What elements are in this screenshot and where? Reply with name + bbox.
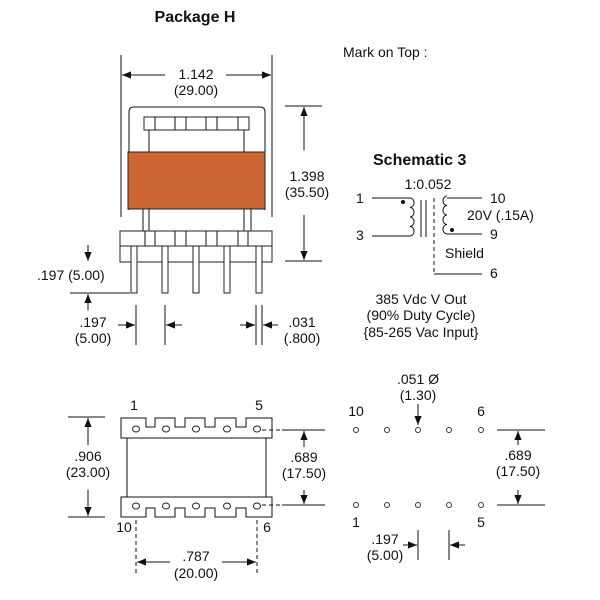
pin-1-label: 1 — [130, 397, 138, 413]
height-in: 1.398 — [289, 168, 324, 184]
hole-dia-mm: (1.30) — [400, 387, 437, 403]
row-spacing-in: .689 — [290, 449, 317, 465]
pitch-mm: (5.00) — [367, 547, 404, 563]
pin-5-label: 5 — [255, 397, 263, 413]
row-spacing-in: .689 — [504, 447, 531, 463]
pin-10-label: 10 — [348, 403, 364, 419]
turns-ratio: 1:0.052 — [405, 176, 452, 192]
pin-10-label: 10 — [490, 190, 506, 206]
span-mm: (20.00) — [174, 565, 218, 581]
bottom-view: 1 5 10 6 .906 (23.00) .689 (17.50) .787 … — [66, 397, 326, 581]
output-rating: 20V (.15A) — [467, 207, 534, 223]
note-line: {85-265 Vac Input} — [364, 324, 479, 340]
pin-10-label: 10 — [116, 519, 132, 535]
pin-1-label: 1 — [356, 190, 364, 206]
depth-mm: (23.00) — [66, 464, 110, 480]
pin-length-label: .197 (5.00) — [37, 267, 105, 283]
pin-dia-mm: (.800) — [284, 330, 321, 346]
pins — [130, 245, 263, 294]
row-spacing-mm: (17.50) — [282, 465, 326, 481]
pin-pitch-mm: (5.00) — [75, 330, 112, 346]
pcb-hole-layout: .051 Ø (1.30) 10 6 1 5 .689 (17.50) .197… — [348, 371, 545, 563]
note-line: (90% Duty Cycle) — [367, 307, 476, 323]
pin-pitch-in: .197 — [79, 314, 106, 330]
span-in: .787 — [182, 548, 209, 564]
width-mm: (29.00) — [174, 82, 218, 98]
page-title: Package H — [155, 9, 236, 26]
mark-on-top-label: Mark on Top : — [343, 44, 428, 60]
pin-6-label: 6 — [477, 403, 485, 419]
height-mm: (35.50) — [285, 184, 329, 200]
hole-dia-in: .051 Ø — [397, 371, 439, 387]
pitch-in: .197 — [371, 531, 398, 547]
pin-6-label: 6 — [263, 519, 271, 535]
pin-dia-in: .031 — [288, 314, 315, 330]
note-line: 385 Vdc V Out — [375, 291, 466, 307]
pin-3-label: 3 — [356, 227, 364, 243]
width-in: 1.142 — [178, 66, 213, 82]
depth-in: .906 — [74, 448, 101, 464]
pin-1-label: 1 — [352, 514, 360, 530]
core-winding — [127, 151, 266, 210]
schematic-title: Schematic 3 — [373, 152, 466, 169]
pin-9-label: 9 — [490, 226, 498, 242]
schematic: Schematic 3 1:0.052 1 3 10 9 6 20V (.15A… — [356, 152, 534, 340]
shield-label: Shield — [445, 245, 484, 261]
side-view: 1.142 (29.00) — [37, 55, 329, 346]
pin-6-label: 6 — [490, 265, 498, 281]
pin-5-label: 5 — [477, 514, 485, 530]
row-spacing-mm: (17.50) — [496, 463, 540, 479]
